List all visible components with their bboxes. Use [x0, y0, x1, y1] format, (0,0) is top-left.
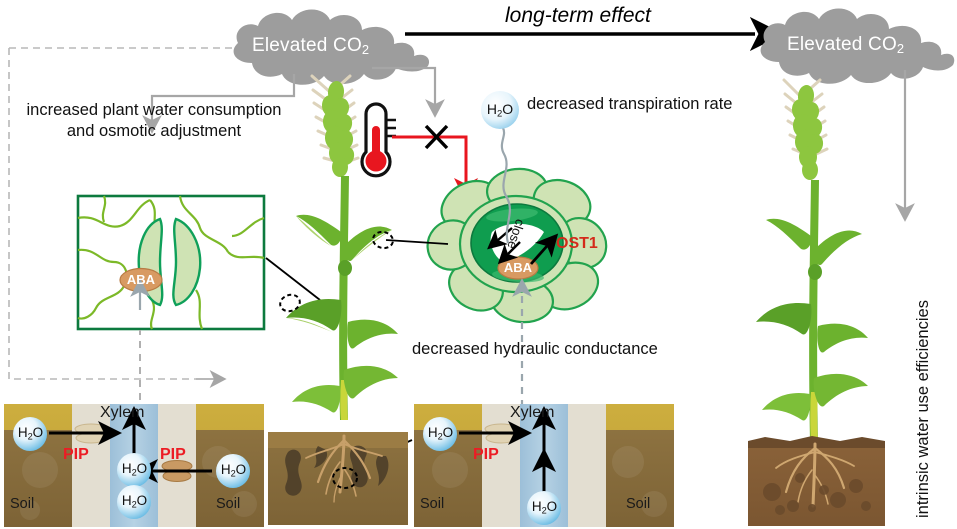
- pip-label-left-1: PIP: [63, 446, 89, 463]
- cloud-right-label-text: Elevated CO: [787, 34, 897, 55]
- water-label: H2O: [486, 100, 514, 120]
- cloud-right-label-sub: 2: [896, 41, 905, 57]
- water-label-left-xylem-low: H2O: [121, 493, 148, 510]
- cloud-right-label: Elevated CO2: [787, 34, 904, 56]
- thermometer-shape: [360, 102, 396, 178]
- soil-panel-right-shape: [414, 404, 674, 527]
- intrinsic-wue-label: intrinsic water use efficiencies: [914, 300, 932, 518]
- water-label-left-soil: H2O: [17, 425, 44, 442]
- cloud-left-label: Elevated CO2: [252, 35, 369, 57]
- aba-label-closed: ABA: [503, 260, 533, 275]
- water-label-left-soil-right: H2O: [220, 462, 247, 479]
- right-soil-box: [748, 436, 885, 526]
- stomata-closed-shape: [426, 100, 608, 420]
- aba-label-open-inset: ABA: [126, 272, 156, 287]
- center-soil-roots: [268, 432, 408, 525]
- water-label-left-xylem-mid: H2O: [121, 461, 148, 478]
- decreased-hydraulic-conductance-label: decreased hydraulic conductance: [412, 340, 658, 358]
- decreased-transpiration-label: decreased transpiration rate: [527, 95, 733, 113]
- soil-panel-left-shape: [4, 404, 264, 527]
- soil-label-right-1: Soil: [420, 496, 445, 512]
- long-term-effect-label: long-term effect: [505, 4, 651, 27]
- xylem-label-right: Xylem: [510, 404, 555, 421]
- increased-water-consumption-label: increased plant water consumption and os…: [26, 101, 282, 140]
- water-label-right-xylem-low: H2O: [531, 499, 558, 516]
- pip-label-left-2: PIP: [160, 446, 186, 463]
- xylem-label-left: Xylem: [100, 404, 145, 421]
- wheat-plant-right: [756, 78, 868, 442]
- cloud-right-shape: [760, 8, 955, 84]
- ost1-label: OST1: [556, 235, 598, 252]
- stomata-open-inset-shape: [76, 194, 321, 400]
- water-molecule-transpiration: H2O: [481, 91, 519, 129]
- soil-label-right-2: Soil: [626, 496, 651, 512]
- cloud-left-label-text: Elevated CO: [252, 35, 362, 56]
- wheat-plant-center: [279, 74, 398, 420]
- water-label-right-soil: H2O: [427, 425, 454, 442]
- pip-label-right-1: PIP: [473, 446, 499, 463]
- soil-label-left-1: Soil: [10, 496, 35, 512]
- soil-label-left-2: Soil: [216, 496, 241, 512]
- cloud-left-label-sub: 2: [361, 42, 370, 58]
- cloud-left-shape: [233, 9, 430, 85]
